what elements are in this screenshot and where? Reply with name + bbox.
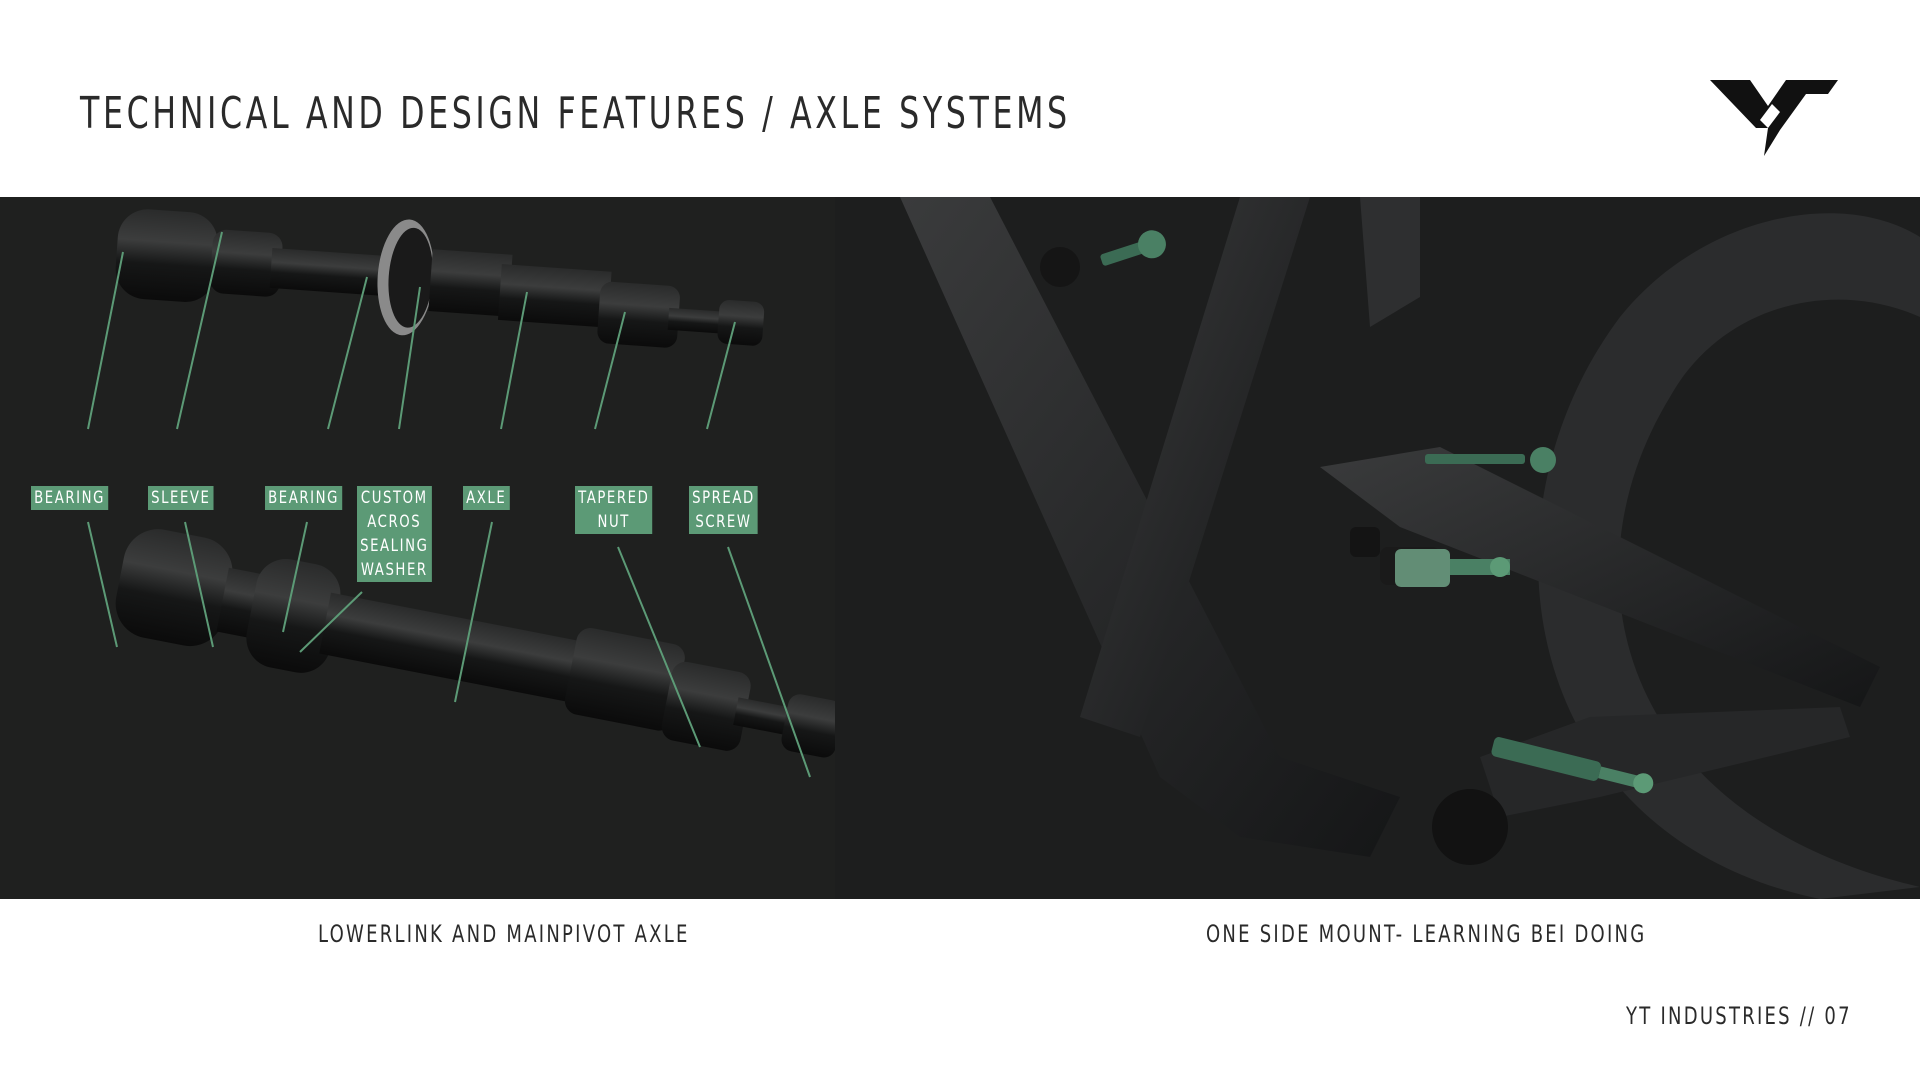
yt-logo-icon [1710, 80, 1838, 156]
bike-frame-illustration [835, 197, 1920, 899]
screw-icon [1425, 447, 1556, 473]
label-tapered-nut: TAPERED NUT [575, 486, 653, 534]
caption-left: LOWERLINK AND MAINPIVOT AXLE [318, 920, 690, 948]
footer-page-number: YT INDUSTRIES // 07 [1626, 1002, 1852, 1030]
caption-right: ONE SIDE MOUNT- LEARNING BEI DOING [1206, 920, 1647, 948]
screw-icons [1100, 230, 1654, 794]
label-bearing-right: BEARING [265, 486, 343, 510]
label-bearing-left: BEARING [31, 486, 109, 510]
screw-icon [1395, 549, 1510, 587]
screw-icon [1100, 230, 1166, 266]
screw-icon [1491, 737, 1654, 794]
page-title: TECHNICAL AND DESIGN FEATURES / AXLE SYS… [80, 88, 1071, 139]
label-axle: AXLE [463, 486, 510, 510]
top-axle-assembly [115, 209, 765, 348]
label-spread-screw: SPREAD SCREW [689, 486, 758, 534]
bottom-axle-assembly [115, 529, 843, 758]
label-sleeve: SLEEVE [148, 486, 214, 510]
label-custom-acros-sealing-washer: CUSTOM ACROS SEALING WASHER [357, 486, 432, 582]
image-panel: BEARING SLEEVE BEARING CUSTOM ACROS SEAL… [0, 197, 1920, 899]
leader-lines [87, 231, 811, 778]
axle-exploded-view [87, 197, 1920, 899]
